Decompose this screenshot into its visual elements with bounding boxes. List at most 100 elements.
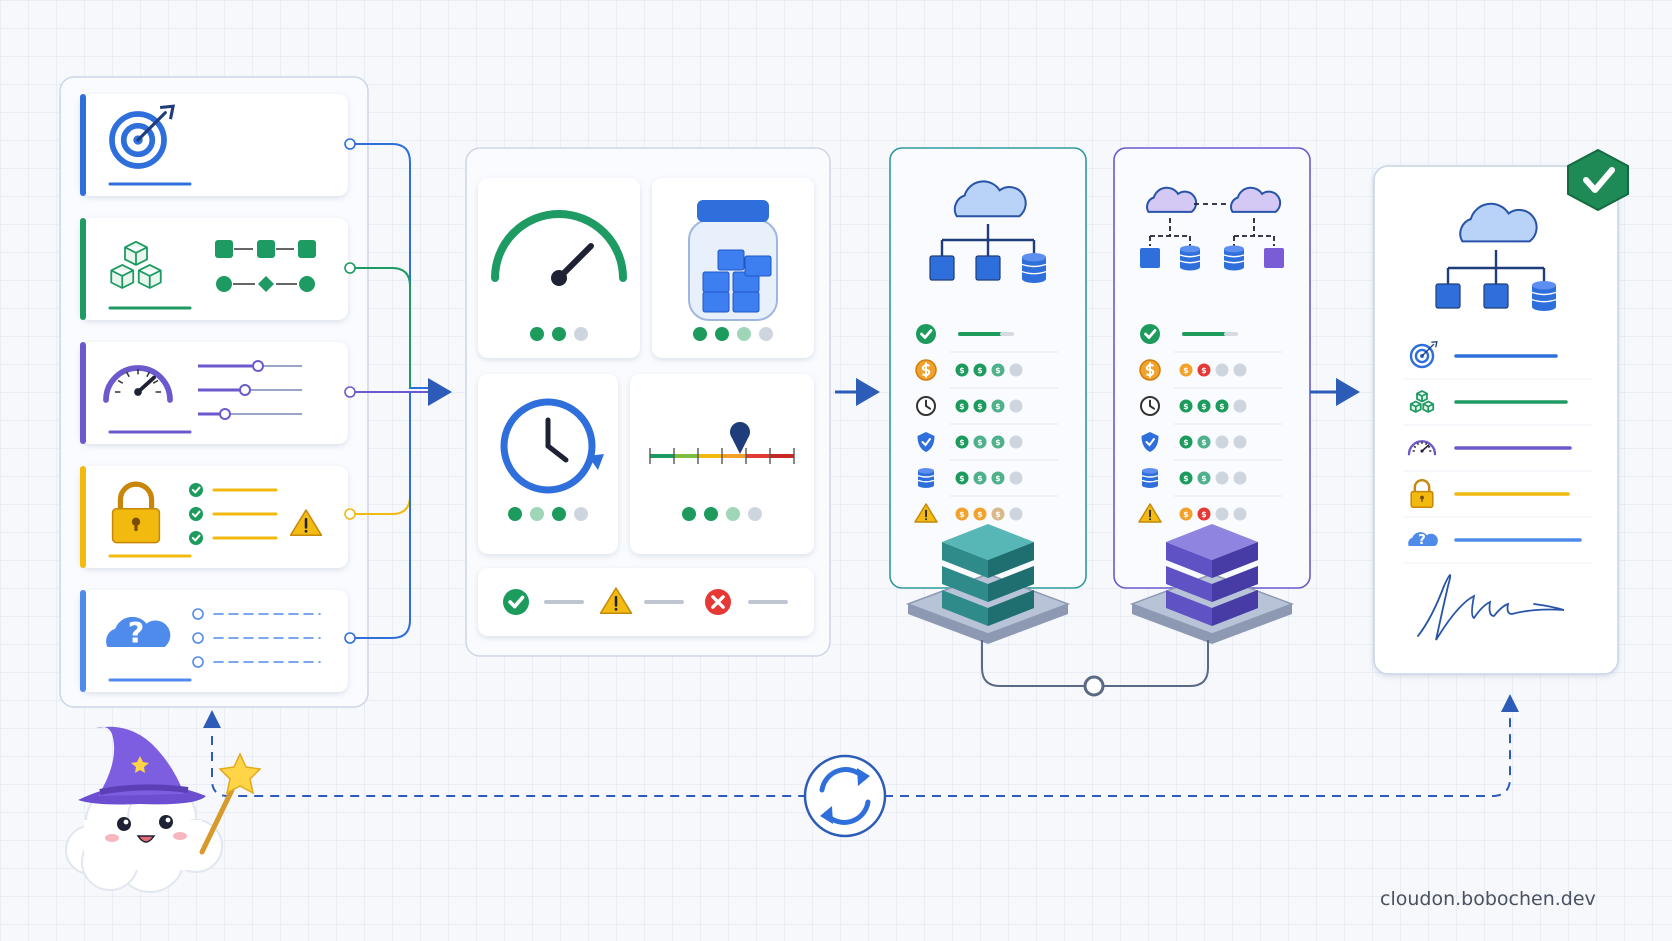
dollar-glyph: $ (959, 402, 964, 411)
requirement-card-cubes (80, 218, 348, 320)
card-accent-bar (80, 342, 86, 444)
rating-row: $$ (1139, 359, 1282, 389)
sliders-icon (198, 360, 302, 420)
requirement-card-gauge (80, 342, 348, 444)
dollar-glyph: $ (1201, 366, 1206, 375)
rating-dot (973, 471, 987, 485)
rating-dots (693, 327, 773, 341)
rating-row: $$ (1141, 468, 1282, 497)
rating-dot (748, 507, 762, 521)
checklist (189, 483, 323, 545)
card-accent-bar (80, 590, 86, 692)
rating-dot (955, 363, 969, 377)
rating-dot (991, 363, 1005, 377)
rating-dot (955, 435, 969, 449)
rating-dot (1233, 435, 1247, 449)
rating-dot (955, 471, 969, 485)
shield-icon (917, 432, 935, 452)
rating-dot (973, 363, 987, 377)
gauge-icon (1407, 440, 1437, 456)
rating-dot (1215, 435, 1229, 449)
server-stack-teal-icon (905, 524, 1071, 644)
rating-dots (530, 327, 588, 341)
rating-dot (1233, 363, 1247, 377)
requirement-card-target (80, 94, 348, 196)
result-row-question-cloud: ? (1404, 532, 1592, 564)
rating-dot (991, 507, 1005, 521)
arrow-to-analysis-icon (428, 378, 452, 406)
option-list (192, 608, 321, 668)
speedometer-icon (491, 210, 627, 286)
dollar-glyph: $ (1183, 438, 1188, 447)
footer-domain-text[interactable]: cloudon.bobochen.dev (1380, 888, 1596, 910)
result-panel: ? (1373, 149, 1629, 675)
card-bg (80, 94, 348, 196)
rating-dots (682, 507, 762, 521)
rating-dot (955, 399, 969, 413)
rating-dot (574, 507, 588, 521)
target-icon (109, 104, 176, 169)
shield-icon (1141, 432, 1159, 452)
dollar-glyph: $ (995, 474, 1000, 483)
database-icon (1179, 245, 1201, 271)
dollar-glyph: $ (977, 366, 982, 375)
option-a: $$$$$$$$$$$$$$$ (889, 147, 1087, 644)
cloud-icon (1459, 202, 1538, 243)
rating-dot (1179, 363, 1193, 377)
rating-dot (1009, 435, 1023, 449)
server-stack-purple-icon (1129, 524, 1295, 644)
database-icon (1531, 281, 1557, 311)
rating-dot (1009, 363, 1023, 377)
dollar-glyph: $ (1219, 402, 1224, 411)
rating-row: $ $ $ (1140, 396, 1282, 425)
analysis-tile-speedometer (478, 178, 640, 358)
result-card: ? (1373, 149, 1629, 675)
dollar-glyph: $ (1201, 402, 1206, 411)
cost-icon (1139, 359, 1161, 381)
result-row-gauge (1404, 440, 1592, 472)
rating-dot (1179, 435, 1193, 449)
dollar-glyph: $ (959, 366, 964, 375)
rating-dot (693, 327, 707, 341)
rating-dot (726, 507, 740, 521)
rating-dots: $$$ (955, 471, 1023, 485)
dollar-glyph: $ (995, 438, 1000, 447)
card-bg (80, 590, 348, 692)
dollar-glyph: $ (995, 402, 1000, 411)
rating-dots: $$$ (955, 363, 1023, 377)
dollar-glyph: $ (977, 510, 982, 519)
arrow-right-icon (1336, 378, 1360, 406)
cost-icon (915, 359, 937, 381)
scale-icon (649, 422, 795, 464)
rating-dots: $$$ (955, 507, 1023, 521)
rating-dot (1215, 507, 1229, 521)
rating-dots: $ $ $ (1179, 399, 1247, 413)
rating-dot (759, 327, 773, 341)
rating-dot (574, 327, 588, 341)
lock-icon (1410, 479, 1434, 508)
rating-dots: $$ (1179, 507, 1247, 521)
rating-dot (1197, 399, 1211, 413)
jar-icon (688, 200, 778, 321)
rating-dot (1197, 435, 1211, 449)
requirement-cards: ? (80, 94, 348, 692)
check-icon (189, 483, 203, 497)
analysis-panel (465, 147, 831, 657)
rating-dots: $$$ (955, 399, 1023, 413)
target-icon (1409, 340, 1438, 369)
dollar-glyph: $ (1183, 402, 1188, 411)
rating-dots: $$ (1179, 363, 1247, 377)
rating-dot (1197, 507, 1211, 521)
rating-dot (973, 399, 987, 413)
arrow-up-icon (1501, 694, 1519, 712)
cubes-icon (110, 240, 162, 289)
clock-icon (500, 398, 604, 494)
check-icon (1140, 324, 1160, 344)
dollar-glyph: $ (959, 510, 964, 519)
signature-icon (1417, 574, 1565, 641)
rating-dot (1009, 399, 1023, 413)
rating-row (916, 324, 1058, 353)
dollar-glyph: $ (1201, 474, 1206, 483)
question-cloud-icon: ? (1408, 532, 1438, 548)
rating-row: $$ (1138, 503, 1247, 523)
